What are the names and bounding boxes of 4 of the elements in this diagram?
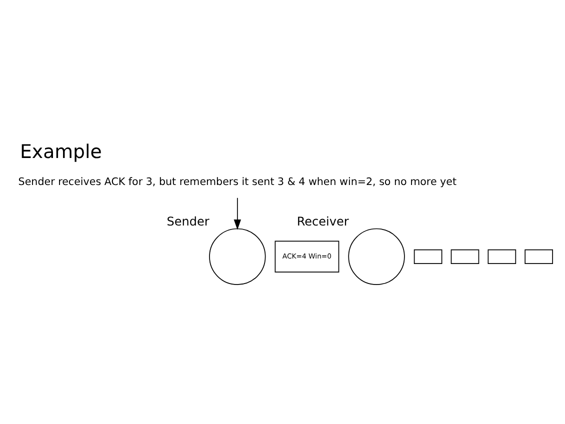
node-label: Receiver [296, 214, 349, 228]
node-text: Sender receives ACK for 3, but remembers it sent 3 & 4 when win=2, so no more yet [18, 176, 457, 188]
diagram-title: Example [20, 140, 102, 163]
node-label: Sender [166, 214, 210, 228]
